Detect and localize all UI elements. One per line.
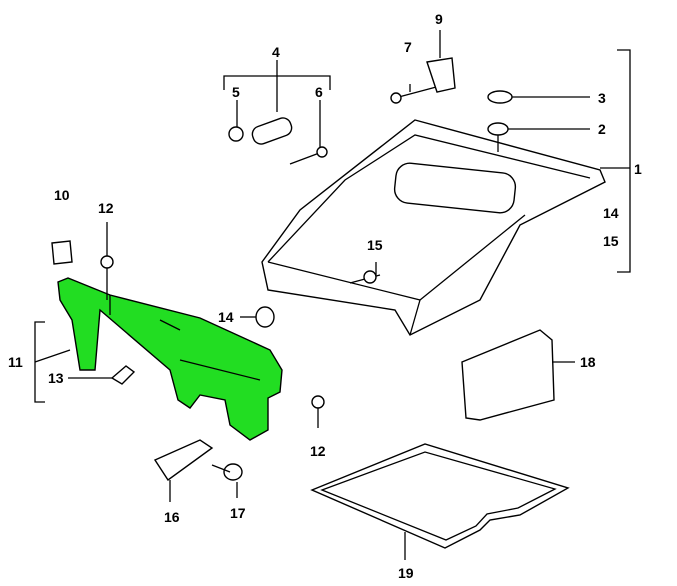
clip-13 — [110, 365, 136, 385]
label-18: 18 — [580, 354, 596, 370]
bumper-10 — [51, 240, 73, 265]
padding-roll — [393, 162, 517, 214]
label-16: 16 — [164, 509, 180, 525]
grommet-14 — [255, 306, 275, 328]
cap-3 — [487, 90, 513, 104]
tool-bag-18 — [461, 329, 555, 421]
floor-mat-19 — [310, 443, 570, 549]
panel-11-highlighted — [57, 277, 283, 441]
label-11: 11 — [8, 354, 23, 370]
label-6: 6 — [315, 84, 323, 100]
label-15-group: 15 — [603, 233, 619, 249]
label-12-upper: 12 — [98, 200, 114, 216]
label-10: 10 — [54, 187, 70, 203]
fastener-15 — [363, 270, 377, 284]
label-15: 15 — [367, 237, 383, 253]
label-7: 7 — [404, 39, 412, 55]
label-12-lower: 12 — [310, 443, 326, 459]
label-9: 9 — [435, 11, 443, 27]
hinge-bracket-9 — [426, 57, 456, 93]
group-bracket-4 — [223, 60, 331, 112]
label-4: 4 — [272, 44, 280, 60]
clip-12 — [100, 255, 114, 269]
nut-17 — [223, 463, 243, 481]
label-2: 2 — [598, 121, 606, 137]
group-bracket-1 — [617, 49, 631, 273]
compartment-lining — [261, 119, 606, 336]
label-14: 14 — [218, 309, 234, 325]
label-3: 3 — [598, 90, 606, 106]
label-5: 5 — [232, 84, 240, 100]
label-13: 13 — [48, 370, 64, 386]
screw-7 — [394, 84, 441, 99]
label-19: 19 — [398, 565, 414, 581]
plate-4 — [251, 117, 293, 145]
label-14-group: 14 — [603, 205, 619, 221]
support-16 — [153, 439, 214, 482]
clip-12-lower — [311, 395, 325, 409]
washer-5 — [228, 126, 244, 142]
label-17: 17 — [230, 505, 246, 521]
grommet-2 — [487, 122, 509, 136]
label-1: 1 — [634, 161, 642, 177]
